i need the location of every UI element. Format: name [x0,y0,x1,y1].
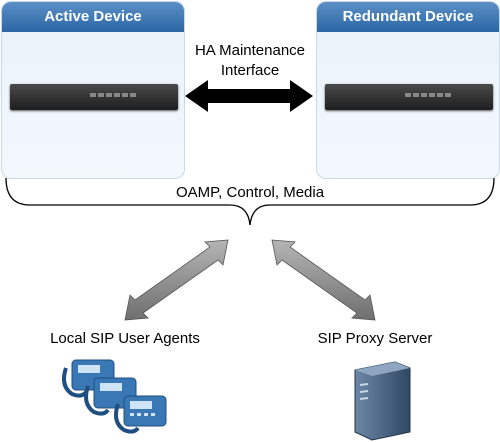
ha-link-label-line2: Interface [220,62,280,79]
ha-link-label-line1: HA Maintenance [194,42,306,59]
redundant-device-title: Redundant Device [317,2,499,32]
active-device-title: Active Device [2,2,184,32]
sip-proxy-arrow [271,239,376,321]
ip-phones-icon [62,359,167,434]
ha-link-arrow [185,80,313,112]
sip-agents-label: Local SIP User Agents [50,330,200,347]
sip-proxy-label: SIP Proxy Server [317,330,433,347]
network-brace-label: OAMP, Control, Media [175,184,325,201]
redundant-device-chassis [325,84,493,110]
server-icon [354,361,411,441]
sip-agents-arrow [124,239,229,321]
active-device-chassis [10,84,178,110]
active-device-box: Active Device [1,1,185,179]
network-brace [5,177,495,226]
